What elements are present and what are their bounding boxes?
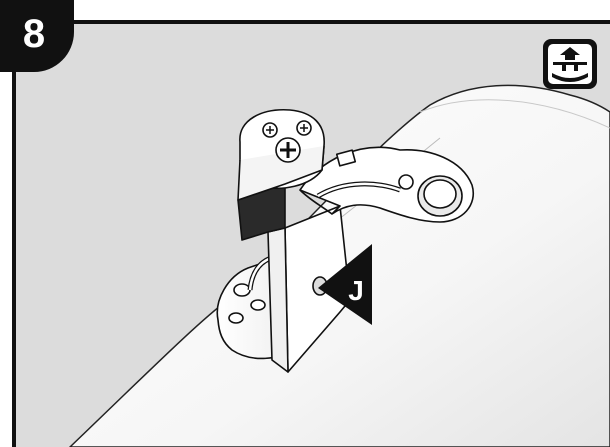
base-fitting-3: [228, 312, 244, 324]
control-knob-slot: [280, 142, 296, 158]
faucet-body-side: [267, 227, 289, 373]
spout-outlet-inner: [423, 179, 457, 209]
module-screw-2-cross: [300, 124, 308, 132]
base-fitting-1: [233, 283, 251, 297]
spout-tube-inner: [317, 182, 401, 198]
control-module-side: [237, 145, 325, 201]
module-screw-1-cross: [266, 126, 274, 134]
arm-clip: [335, 149, 357, 167]
spout-screw: [398, 174, 414, 190]
step-number-badge: 8: [0, 0, 74, 72]
step-number: 8: [22, 11, 46, 56]
faucet: [216, 109, 475, 373]
base-fitting-2: [250, 299, 266, 311]
callout-label: J: [348, 275, 364, 306]
callout-J: J: [318, 244, 372, 325]
basin-top-edge: [419, 99, 610, 129]
top-mount-icon: [543, 39, 597, 89]
callout-arrow: [318, 244, 372, 325]
spout-arm-edge: [299, 189, 333, 215]
